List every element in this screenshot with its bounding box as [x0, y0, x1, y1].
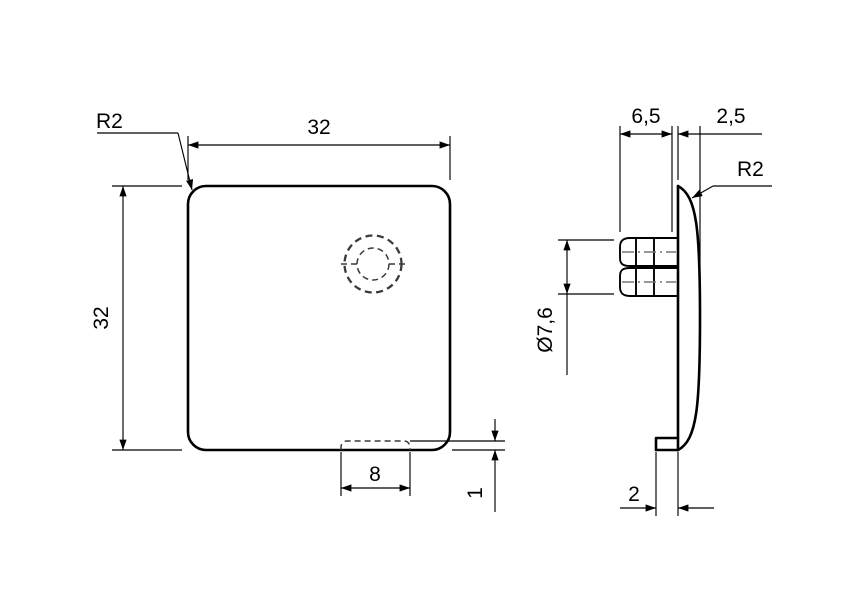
- d2-label: 2: [628, 483, 640, 506]
- dimension-front-corner-radius: R2: [96, 110, 194, 191]
- dimension-front-height: 32: [90, 185, 182, 451]
- dimension-front-notch-width: 8: [340, 452, 411, 496]
- notch1-label: 1: [464, 487, 487, 499]
- dimension-front-width: 32: [187, 116, 451, 180]
- dimension-side-corner-radius: R2: [691, 158, 772, 199]
- d25-label: 2,5: [716, 105, 745, 128]
- post-barb-upper: [619, 237, 679, 267]
- dimension-side-post-diameter: Ø7,6: [534, 239, 614, 375]
- dimension-front-notch-depth: 1: [410, 419, 505, 512]
- width32-label: 32: [307, 116, 330, 139]
- side-plate-outer-curve: [676, 184, 702, 452]
- front-view: R2 32 32 8: [90, 110, 505, 512]
- dimension-side-foot-width: 2: [620, 452, 714, 516]
- side-view: R2 6,5 2,5 Ø7,6: [534, 105, 772, 516]
- hole-inner-circle: [356, 247, 390, 281]
- r2-side-leader-arrow: [691, 185, 714, 199]
- post-barb-lower: [619, 267, 679, 297]
- front-view-outline: [186, 184, 452, 452]
- dimension-side-plate-thickness: 2,5: [677, 105, 762, 310]
- d65-label: 6,5: [631, 105, 660, 128]
- notch-hidden-outline: [340, 440, 411, 450]
- r2-front-leader-arrow: [177, 132, 194, 191]
- d76-label: Ø7,6: [534, 307, 557, 353]
- r2-front-label: R2: [96, 110, 123, 133]
- side-plate-foot: [654, 436, 680, 452]
- r2-side-label: R2: [737, 158, 764, 181]
- height32-label: 32: [90, 306, 113, 329]
- dimension-side-post-length: 6,5: [619, 105, 673, 232]
- side-post: [619, 237, 679, 297]
- notch8-label: 8: [369, 463, 381, 486]
